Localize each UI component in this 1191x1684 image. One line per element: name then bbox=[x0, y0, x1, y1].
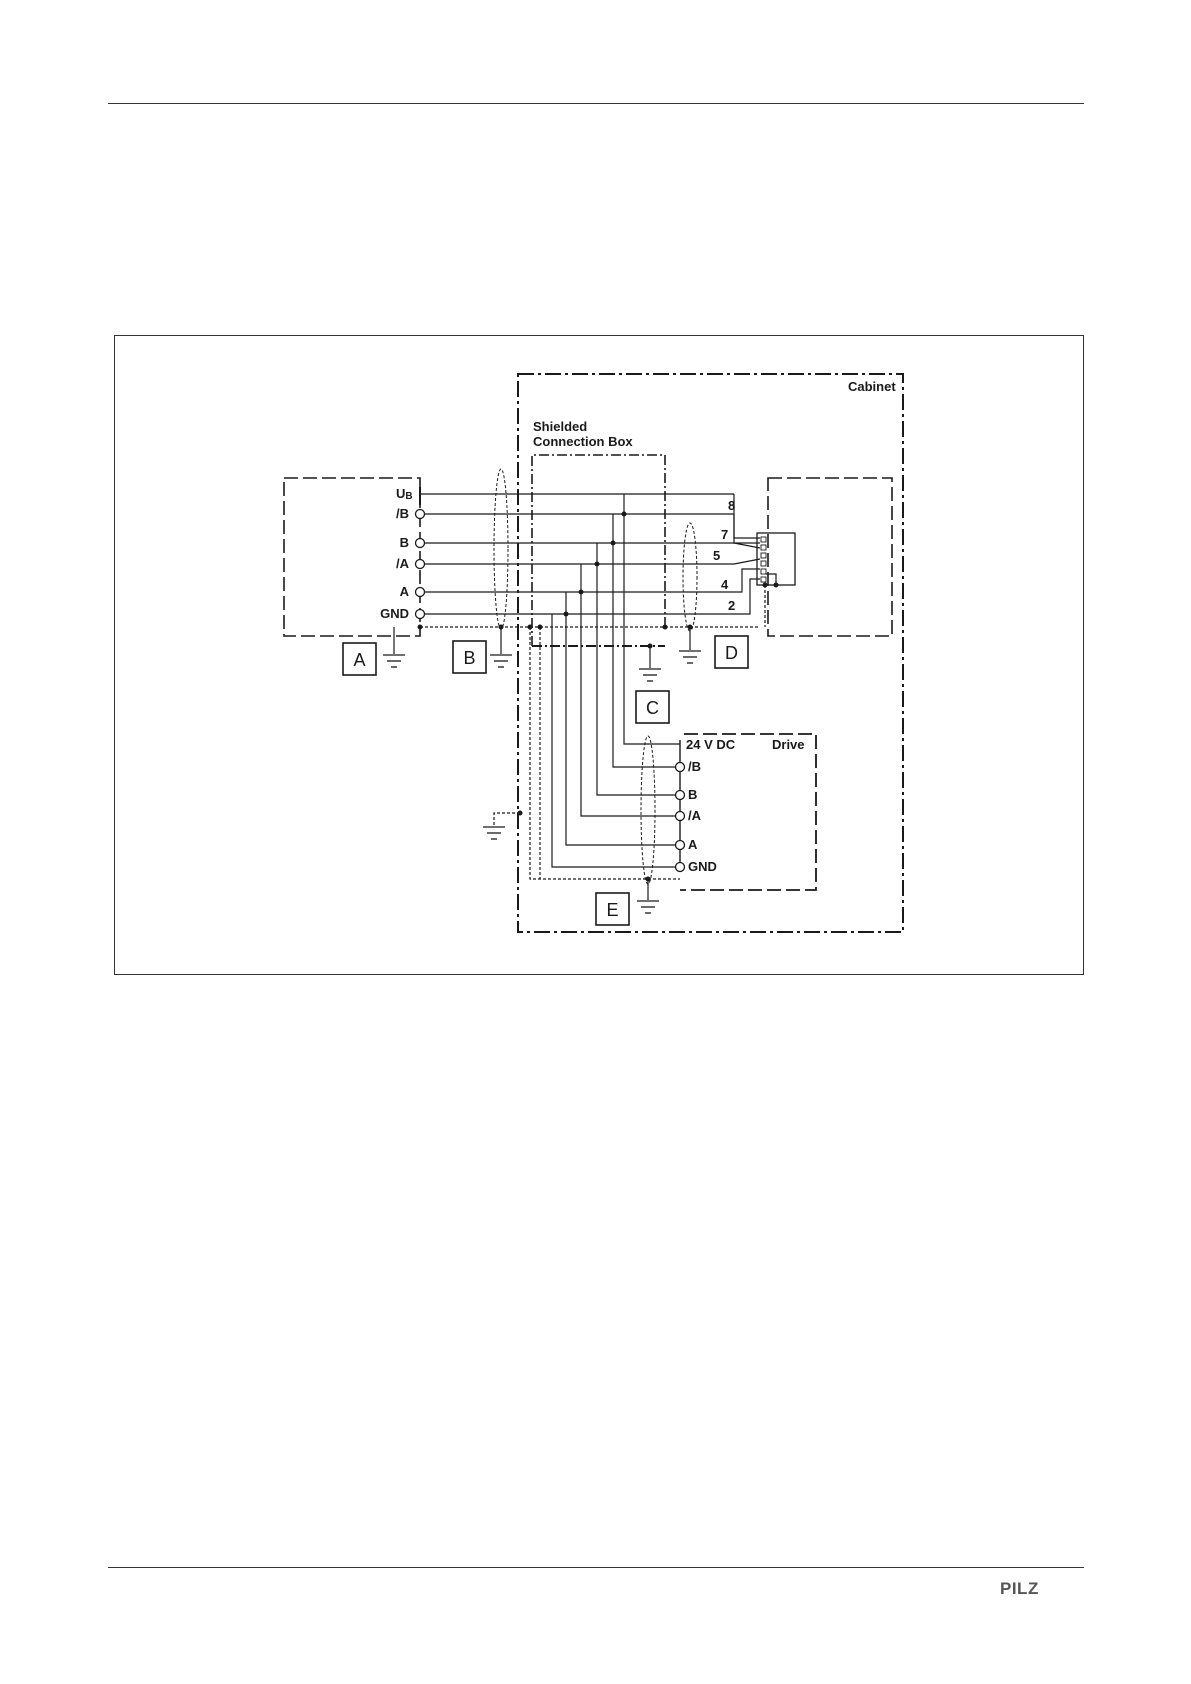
drive-terminal: /B bbox=[688, 759, 701, 774]
box-e-letter: E bbox=[606, 900, 618, 920]
ub-label: UB bbox=[396, 486, 413, 502]
device-a-terminal-labels: /B B /A A GND bbox=[380, 506, 410, 621]
shielded-label-line2: Connection Box bbox=[533, 434, 633, 449]
drive-terminal: /A bbox=[688, 808, 702, 823]
device-a-terminal: B bbox=[400, 535, 409, 550]
device-a-terminal: /A bbox=[396, 556, 410, 571]
shield-ellipse-b bbox=[494, 469, 508, 629]
cabinet-enclosure bbox=[518, 374, 903, 932]
ub-subscript: B bbox=[405, 491, 412, 502]
device-a-terminal: A bbox=[400, 584, 410, 599]
connector-pin-label: 4 bbox=[721, 577, 729, 592]
device-a-terminal: GND bbox=[380, 606, 409, 621]
ub-main: U bbox=[396, 486, 405, 501]
drive-label: Drive bbox=[772, 737, 805, 752]
box-d-letter: D bbox=[725, 643, 738, 663]
box-a-letter: A bbox=[353, 650, 365, 670]
supply-label: 24 V DC bbox=[686, 737, 736, 752]
cabinet-label: Cabinet bbox=[848, 379, 896, 394]
connector-pin-label: 2 bbox=[728, 598, 735, 613]
drive-terminal: A bbox=[688, 837, 698, 852]
drive-terminal: B bbox=[688, 787, 697, 802]
pilz-logo: PILZ bbox=[1000, 1579, 1039, 1599]
shield-ellipse-d bbox=[683, 523, 697, 631]
box-c-letter: C bbox=[646, 698, 659, 718]
footer-rule bbox=[108, 1567, 1084, 1568]
connector-pin-label: 5 bbox=[713, 548, 720, 563]
shielded-label-line1: Shielded bbox=[533, 419, 587, 434]
device-d-enclosure bbox=[768, 478, 892, 636]
connector-pin-label: 8 bbox=[728, 498, 735, 513]
drive-terminal: GND bbox=[688, 859, 717, 874]
device-a-terminal: /B bbox=[396, 506, 409, 521]
connector-pin-label: 7 bbox=[721, 527, 728, 542]
shield-ellipse-e bbox=[641, 736, 655, 884]
box-b-letter: B bbox=[463, 648, 475, 668]
